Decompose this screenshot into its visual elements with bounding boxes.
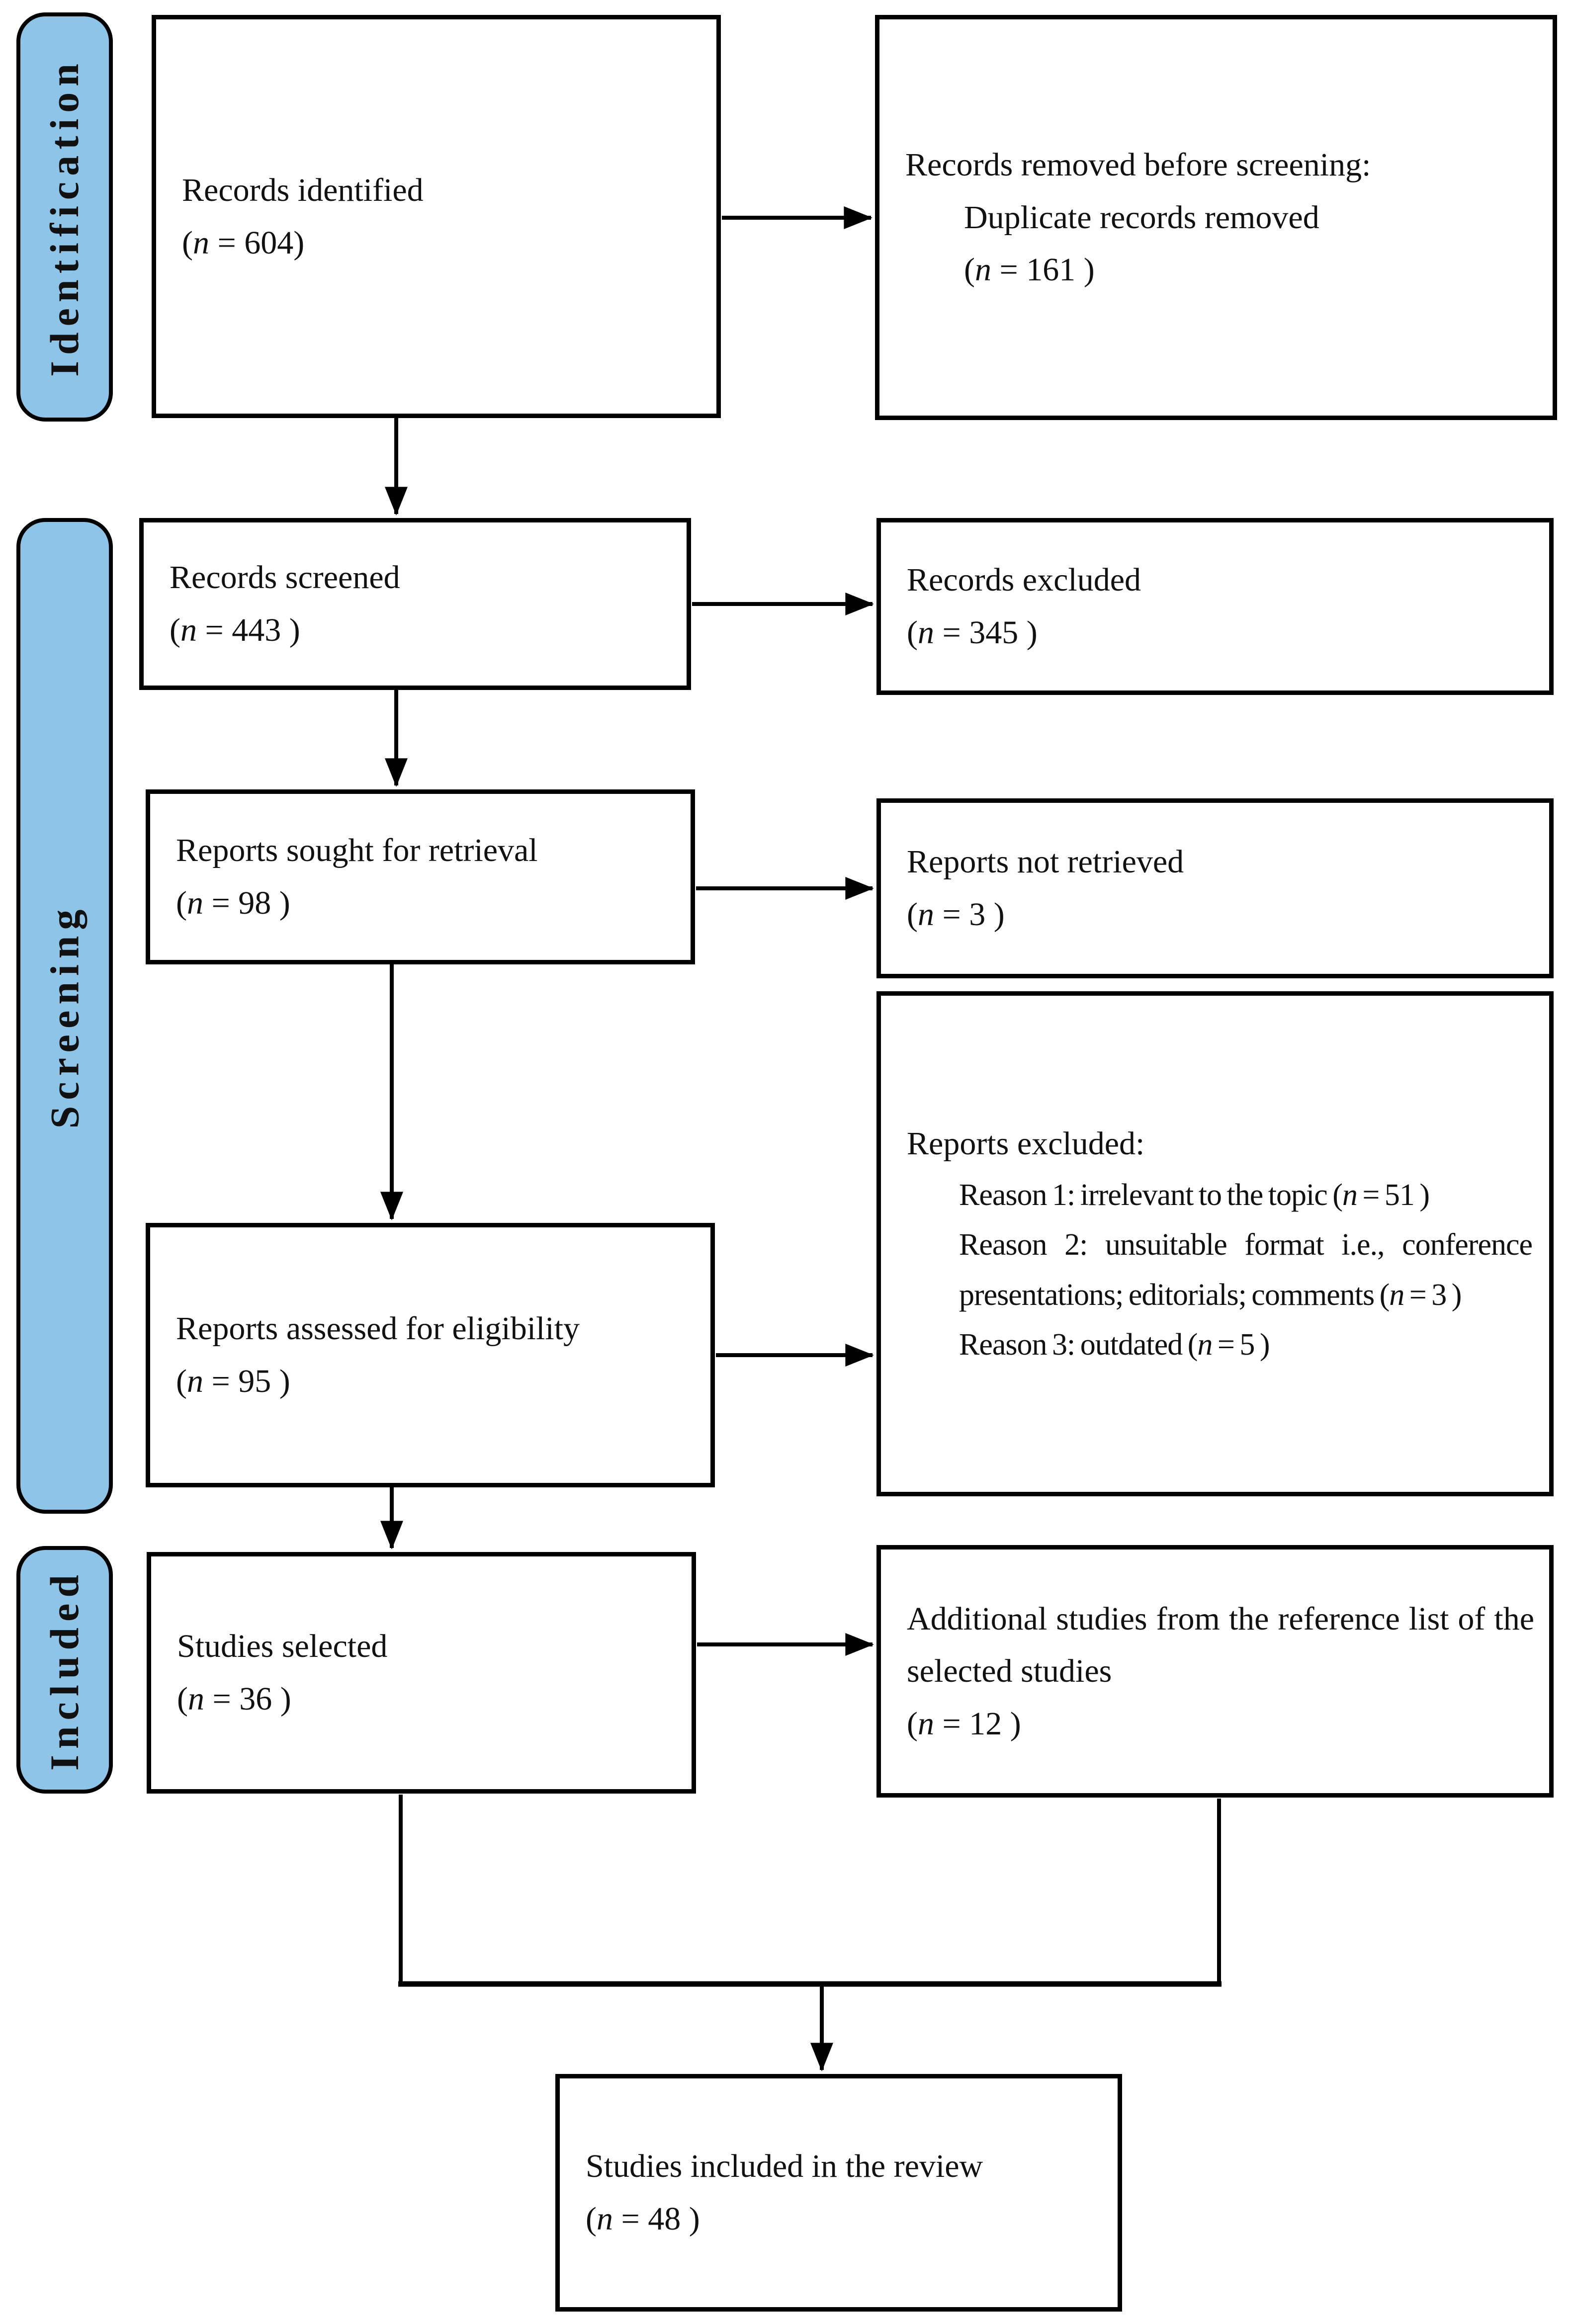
box-reports-sought: Reports sought for retrieval (n = 98 ) xyxy=(146,789,695,964)
box-title: Records removed before screening: xyxy=(905,147,1371,183)
box-title: Records excluded xyxy=(907,562,1141,599)
n-count-line: (n = 345 ) xyxy=(907,614,1038,651)
box-records-screened: Records screened (n = 443 ) xyxy=(139,518,691,690)
box-records-identified: Records identified (n = 604) xyxy=(152,15,721,418)
box-title: Reports excluded: xyxy=(907,1125,1145,1162)
box-records-removed: Records removed before screening: Duplic… xyxy=(875,15,1557,420)
box-reports-excluded: Reports excluded: Reason 1: irrelevant t… xyxy=(876,991,1554,1496)
stage-label-identification: Identification xyxy=(16,12,113,422)
n-count-line: (n = 95 ) xyxy=(176,1363,290,1399)
box-reports-not-retrieved: Reports not retrieved (n = 3 ) xyxy=(876,798,1554,978)
box-title: Reports sought for retrieval xyxy=(176,832,538,869)
box-additional-studies: Additional studies from the reference li… xyxy=(876,1545,1554,1798)
n-count-line: (n = 604) xyxy=(182,224,305,261)
box-subline: Duplicate records removed xyxy=(964,199,1319,236)
box-title: Reports assessed for eligibility xyxy=(176,1310,580,1347)
box-studies-selected: Studies selected (n = 36 ) xyxy=(147,1552,696,1794)
box-title: Records identified xyxy=(182,172,424,208)
n-count-line: (n = 3 ) xyxy=(907,896,1005,933)
n-count-line: (n = 36 ) xyxy=(177,1681,291,1717)
box-title: Studies included in the review xyxy=(586,2148,983,2185)
stage-label-text: Screening xyxy=(42,903,87,1128)
exclusion-reason-3: Reason 3: outdated (n = 5 ) xyxy=(959,1328,1270,1362)
stage-label-included: Included xyxy=(16,1546,113,1794)
box-title: Studies selected xyxy=(177,1628,388,1665)
box-title: Records screened xyxy=(170,559,400,596)
box-title: Additional studies from the reference li… xyxy=(907,1600,1534,1690)
box-studies-included: Studies included in the review (n = 48 ) xyxy=(555,2074,1122,2312)
n-count-line: (n = 98 ) xyxy=(176,885,290,921)
n-count-line: (n = 12 ) xyxy=(907,1705,1021,1742)
n-count-line: (n = 443 ) xyxy=(170,612,300,648)
exclusion-reason-2: Reason 2: unsuitable format i.e., confer… xyxy=(959,1228,1533,1312)
n-count-line: (n = 161 ) xyxy=(964,252,1095,288)
exclusion-reason-1: Reason 1: irrelevant to the topic (n = 5… xyxy=(959,1178,1430,1212)
box-title: Reports not retrieved xyxy=(907,844,1184,880)
stage-label-text: Included xyxy=(42,1569,87,1771)
box-records-excluded: Records excluded (n = 345 ) xyxy=(876,518,1554,695)
n-count-line: (n = 48 ) xyxy=(586,2201,700,2237)
stage-label-text: Identification xyxy=(42,57,87,377)
stage-label-screening: Screening xyxy=(16,518,113,1514)
box-reports-assessed: Reports assessed for eligibility (n = 95… xyxy=(146,1223,715,1487)
